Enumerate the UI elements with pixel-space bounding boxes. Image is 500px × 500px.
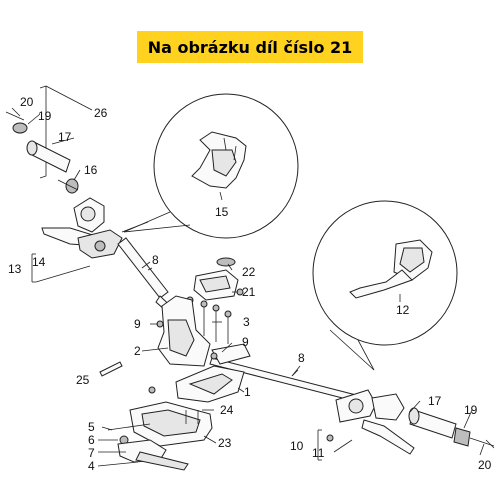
label-2: 2 [134, 344, 141, 358]
label-21: 21 [242, 285, 256, 299]
label-26: 26 [94, 106, 108, 120]
label-19-left: 19 [38, 109, 52, 123]
label-5: 5 [88, 420, 95, 434]
label-6: 6 [88, 433, 95, 447]
left-grip-group [5, 85, 93, 194]
label-10: 10 [290, 439, 304, 453]
label-22: 22 [242, 265, 256, 279]
label-16: 16 [84, 163, 98, 177]
leader-lines [27, 113, 485, 467]
label-14: 14 [32, 255, 46, 269]
label-3: 3 [243, 315, 250, 329]
pin-25 [99, 361, 123, 377]
label-19-right: 19 [464, 403, 478, 417]
label-7: 7 [88, 446, 95, 460]
right-grip-group [408, 407, 495, 449]
base-plate [129, 401, 213, 447]
part-labels: 20 19 26 17 16 15 14 13 8 22 21 12 9 3 2… [8, 95, 492, 473]
label-20-right: 20 [478, 458, 492, 472]
label-23: 23 [218, 436, 232, 450]
right-controls [317, 389, 415, 461]
label-8-right: 8 [298, 351, 305, 365]
left-controls [31, 197, 149, 283]
label-24: 24 [220, 403, 234, 417]
detail-callout-15 [123, 93, 299, 239]
part-15-bracket [191, 131, 247, 189]
label-9-left: 9 [134, 317, 141, 331]
stem-bracket [156, 295, 251, 367]
part-number-banner: Na obrázku díl číslo 21 [137, 31, 363, 63]
part-12-lever [349, 239, 433, 299]
label-17-right: 17 [428, 394, 442, 408]
clamp-top [193, 257, 244, 301]
label-25: 25 [76, 373, 90, 387]
label-8-top: 8 [152, 253, 159, 267]
label-11: 11 [312, 446, 325, 460]
label-12: 12 [396, 303, 410, 317]
lower-left-mount [107, 423, 189, 471]
label-15: 15 [215, 205, 229, 219]
label-4: 4 [88, 459, 95, 473]
banner-text: Na obrázku díl číslo 21 [147, 37, 353, 57]
label-17-left: 17 [58, 130, 72, 144]
label-1: 1 [244, 385, 251, 399]
lower-cover [148, 365, 245, 403]
label-13: 13 [8, 262, 22, 276]
label-9-right: 9 [242, 335, 249, 349]
detail-callout-12 [312, 200, 458, 371]
label-20-left: 20 [20, 95, 34, 109]
